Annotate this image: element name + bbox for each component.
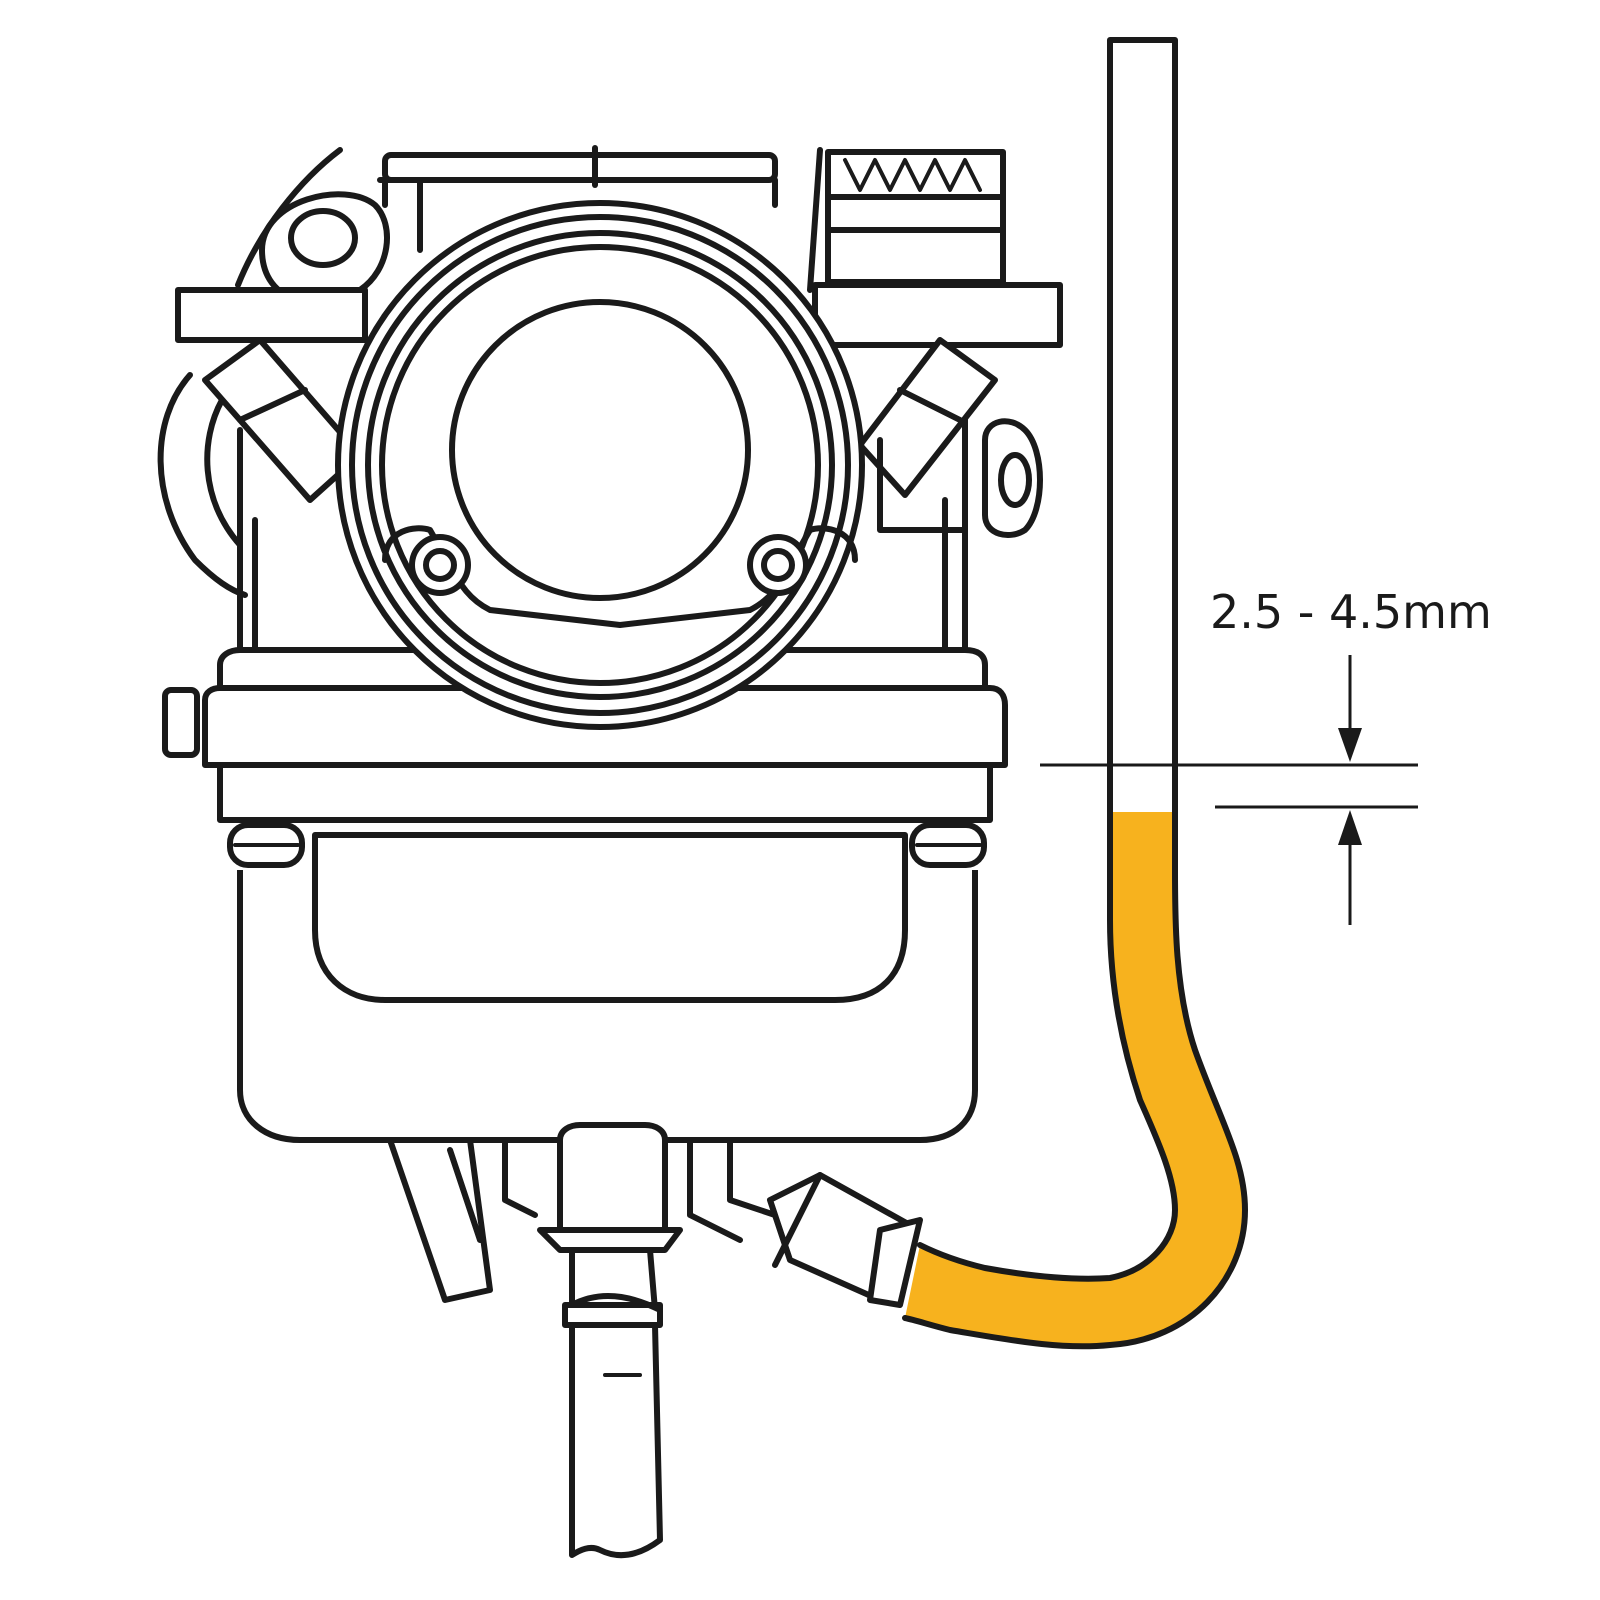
top-right-block — [807, 147, 1006, 293]
measurement-label: 2.5 - 4.5mm — [1210, 585, 1492, 639]
level-gauge — [902, 37, 1248, 1350]
dimension-arrow-up — [1338, 810, 1362, 925]
bore-screw-right — [747, 534, 809, 596]
clear-gauge-tube — [1107, 37, 1178, 815]
drain-tube — [562, 1247, 663, 1559]
intake-bore — [335, 200, 865, 730]
gauge-hose-fitting — [767, 1172, 923, 1308]
mounting-boss — [259, 191, 390, 303]
bore-screw-left — [409, 534, 471, 596]
bottom-fittings — [387, 1122, 923, 1559]
carburetor-body — [157, 145, 1063, 868]
level-dimension: 2.5 - 4.5mm — [1040, 585, 1492, 925]
dimension-arrow-down — [1338, 655, 1362, 762]
fuel-in-gauge-tube — [905, 812, 1245, 1347]
side-bolt — [982, 418, 1043, 538]
float-bowl — [237, 832, 978, 1143]
